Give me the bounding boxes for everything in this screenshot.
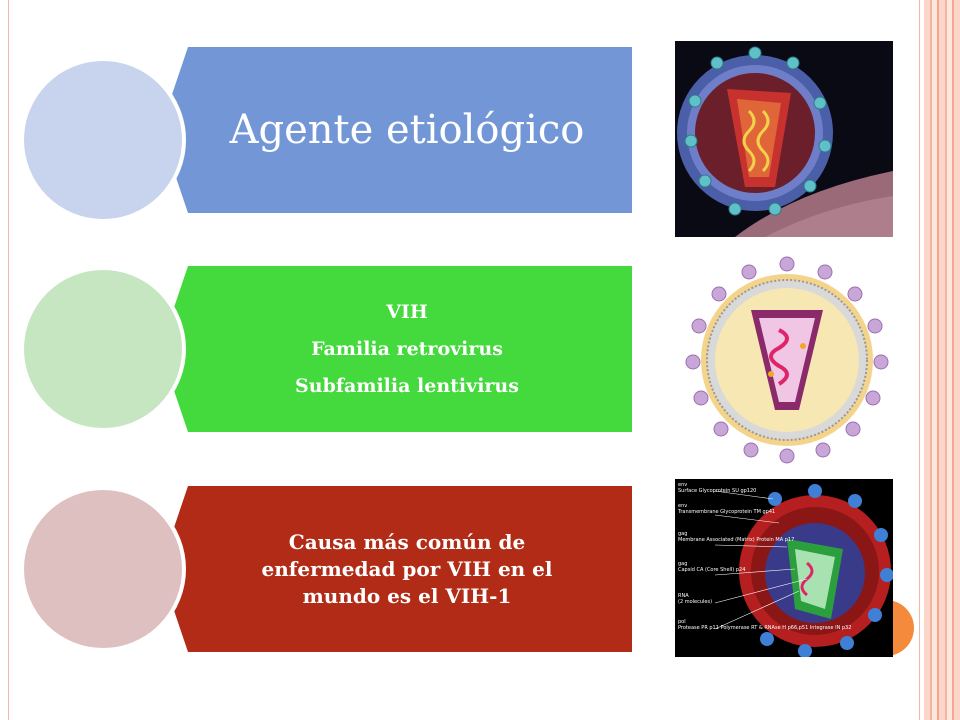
item-2-line-1: VIH — [386, 300, 428, 323]
diagram-label-gag-1: gag — [678, 531, 687, 537]
list-text-1: Agente etiológico — [160, 47, 632, 213]
slide-border — [8, 0, 920, 720]
item-3-line-2: enfermedad por VIH en el — [261, 556, 553, 581]
list-text-3: Causa más común de enfermedad por VIH en… — [160, 486, 632, 652]
hiv-virion-illustration — [675, 41, 893, 237]
list-bar-2 — [160, 266, 632, 432]
list-bar-3 — [160, 486, 632, 652]
hiv-structure-diagram — [675, 254, 899, 464]
list-circle-3 — [20, 486, 186, 652]
diagram-label-env-2: env — [678, 503, 687, 509]
diagram-label-su: Surface Glycoprotein SU gp120 — [678, 488, 756, 494]
list-bar-1 — [160, 47, 632, 213]
diagram-label-rna-molecules: (2 molecules) — [678, 599, 712, 605]
diagram-label-tm: Transmembrane Glycoprotein TM gp41 — [677, 509, 775, 515]
item-3-line-3: mundo es el VIH-1 — [302, 583, 512, 608]
diagram-label-pol: pol — [678, 619, 686, 625]
item-2-line-3: Subfamilia lentivirus — [295, 374, 519, 397]
diagram-label-enzymes: Protease PR p11 Polymerase RT & RNAse H … — [678, 625, 851, 631]
item-1-line-1: Agente etiológico — [229, 107, 585, 153]
list-circle-2 — [20, 266, 186, 432]
list-circle-1 — [20, 57, 186, 223]
decorative-stripes — [924, 0, 960, 720]
hiv-labeled-diagram: env Surface Glycoprotein SU gp120 env Tr… — [675, 479, 893, 657]
item-3-line-1: Causa más común de — [288, 529, 526, 554]
diagram-label-gag-2: gag — [678, 561, 687, 567]
item-2-line-2: Familia retrovirus — [311, 337, 503, 360]
diagram-label-ma: Membrane Associated (Matrix) Protein MA … — [678, 537, 794, 543]
diagram-label-rna: RNA — [678, 593, 689, 599]
diagram-label-env-1: env — [678, 482, 687, 488]
list-text-2: VIH Familia retrovirus Subfamilia lentiv… — [160, 266, 632, 432]
diagram-label-ca: Capsid CA (Core Shell) p24 — [678, 567, 745, 573]
